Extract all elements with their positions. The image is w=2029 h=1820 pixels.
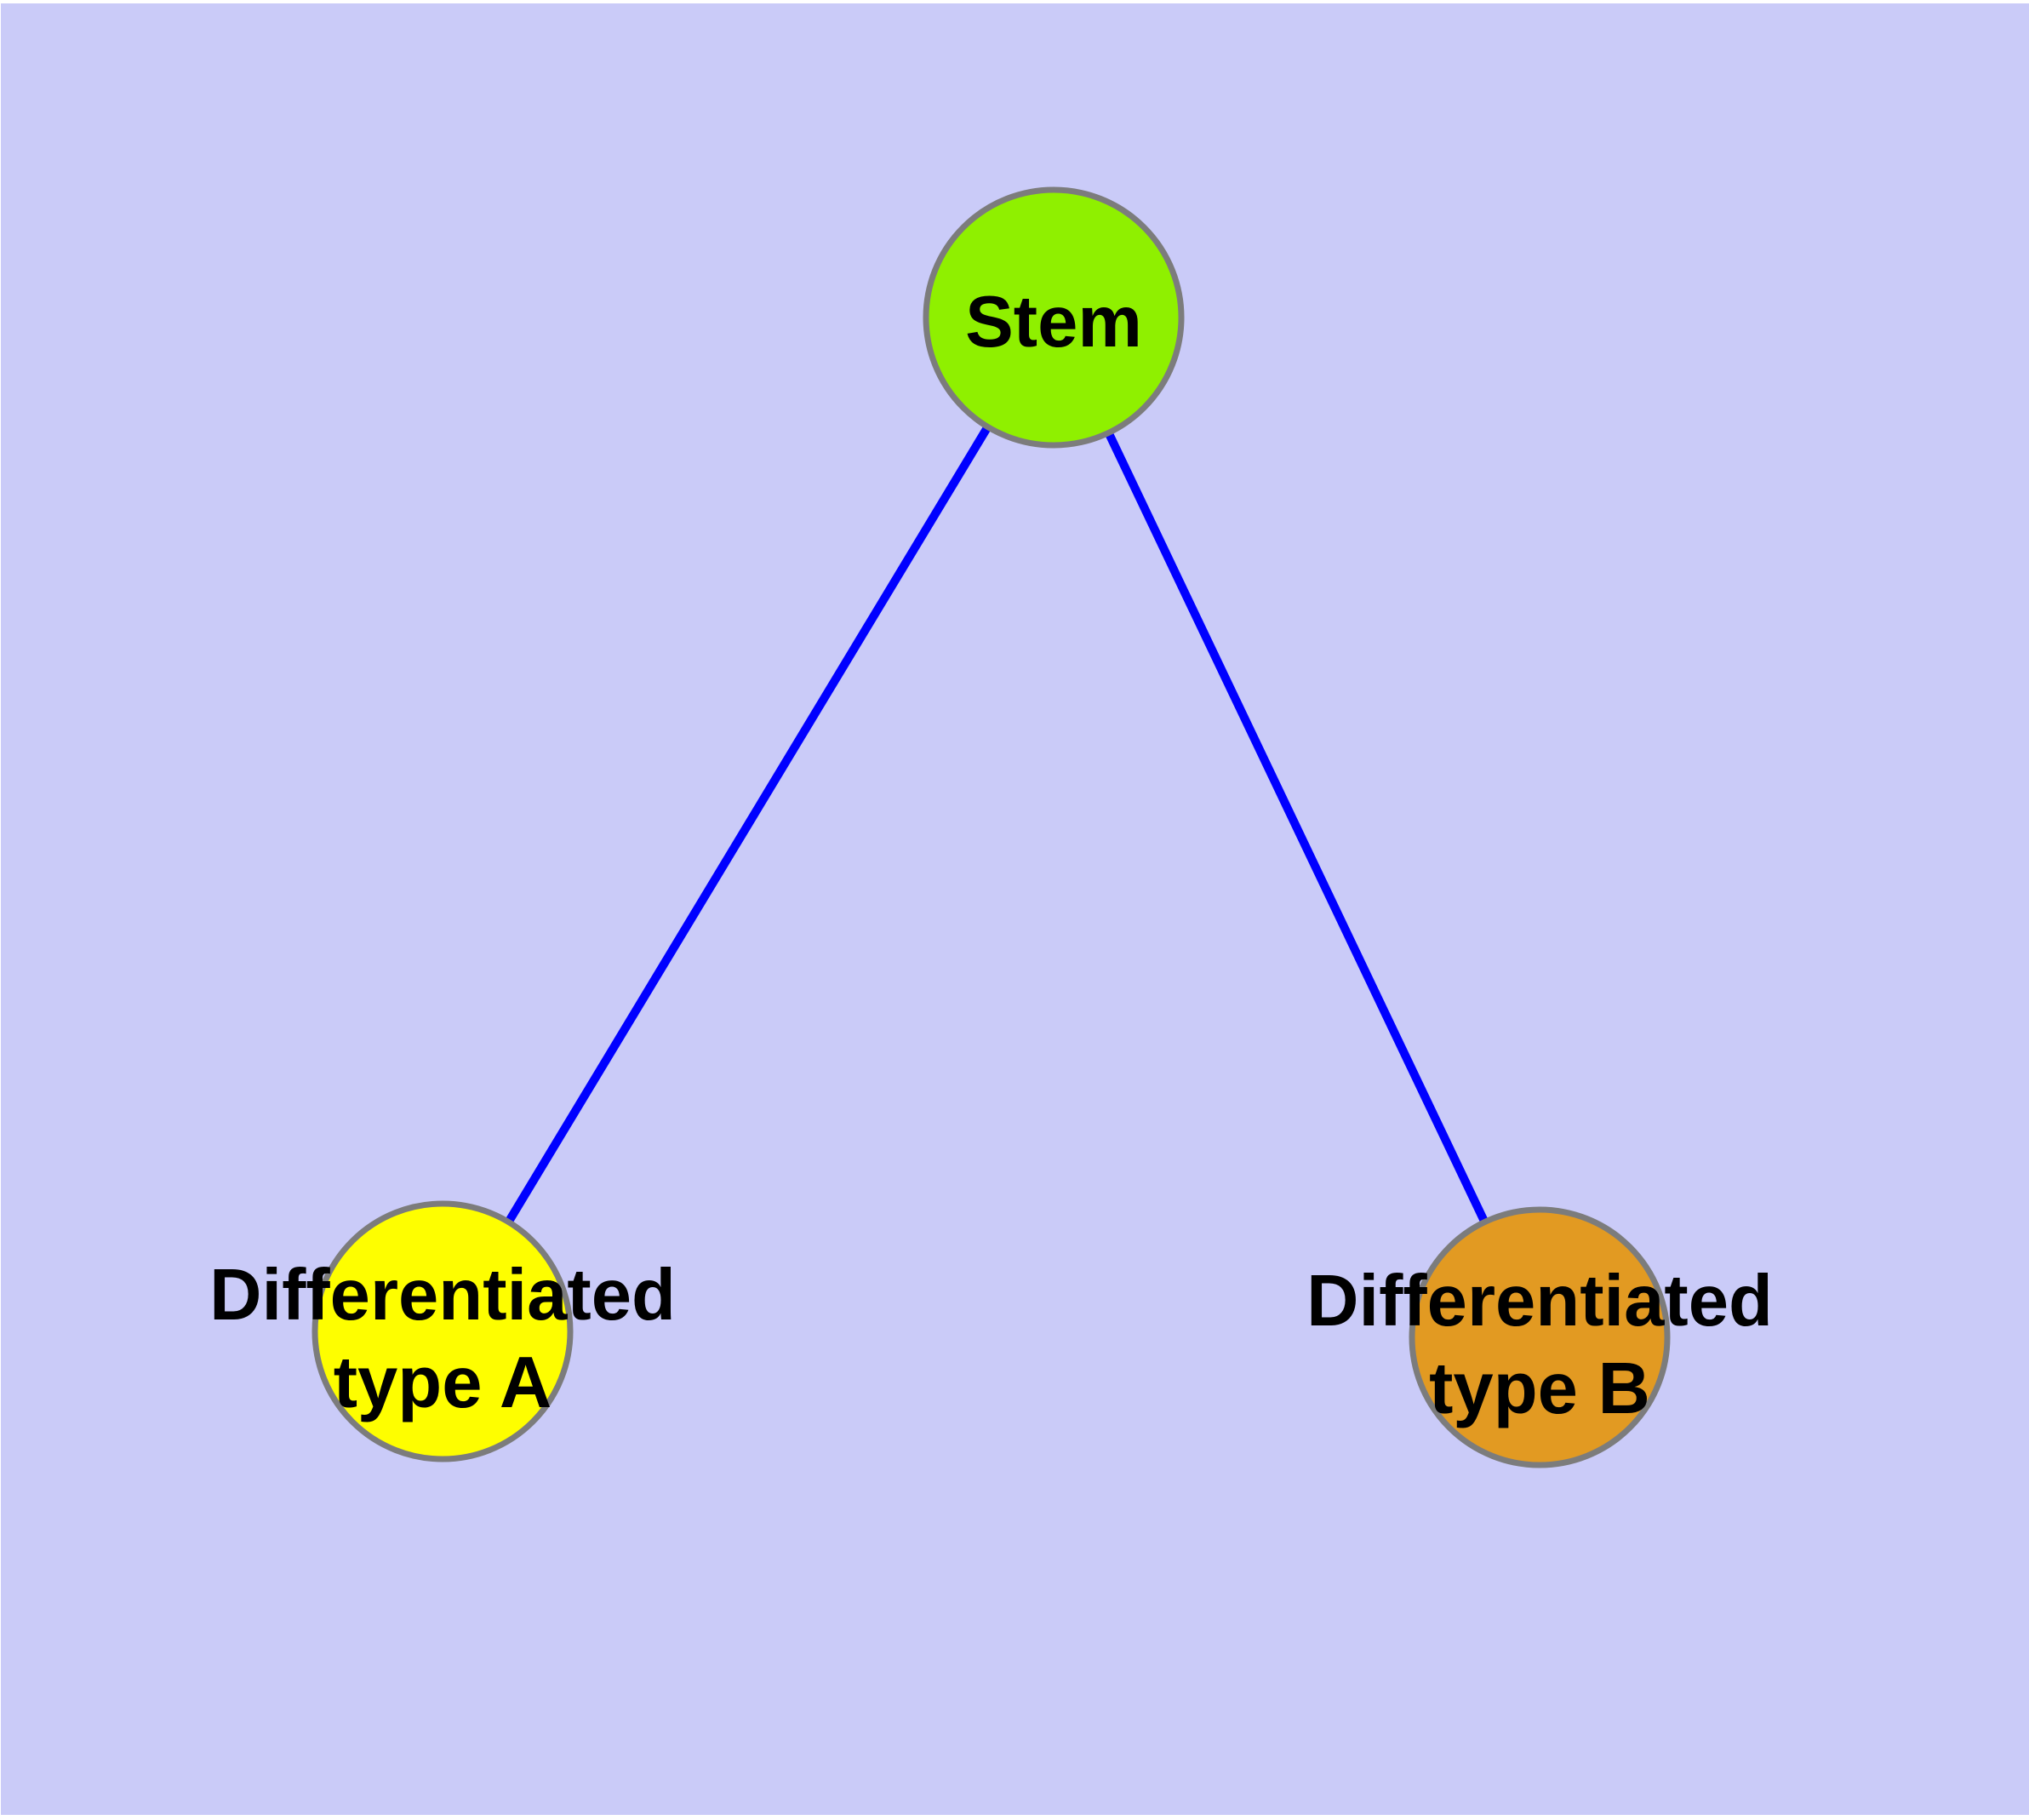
node-type-a-label-line2: type A: [334, 1342, 552, 1423]
node-stem-label: Stem: [965, 282, 1142, 363]
edge-stem-to-type-a: [438, 315, 1058, 1334]
node-differentiated-type-b: [1409, 1206, 1671, 1468]
node-stem: [923, 186, 1185, 449]
node-type-b-label-line1: Differentiated: [1306, 1261, 1773, 1342]
node-type-b-label-line2: type B: [1429, 1348, 1650, 1429]
node-differentiated-type-a: [311, 1200, 574, 1462]
edge-stem-to-type-b: [1049, 315, 1544, 1340]
node-type-a-label-line1: Differentiated: [209, 1255, 676, 1336]
